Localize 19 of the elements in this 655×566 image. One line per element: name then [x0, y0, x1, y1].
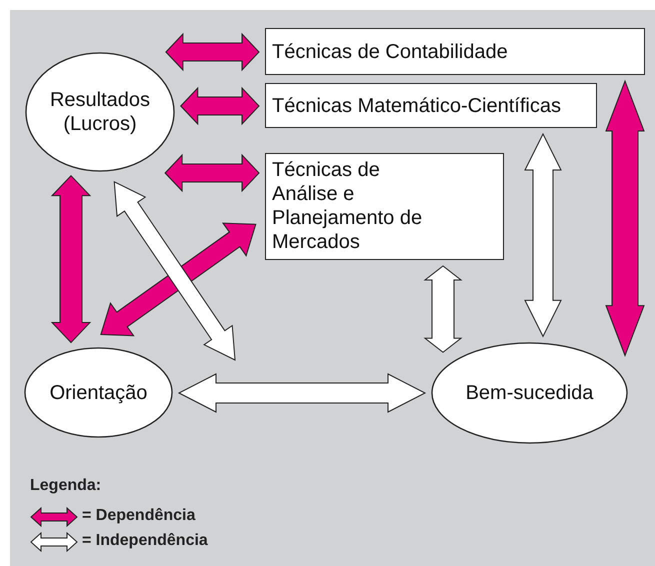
double-block-arrow: [424, 265, 462, 353]
double-block-arrow: [114, 180, 236, 361]
double-block-arrow: [524, 132, 562, 338]
legend-label: = Dependência: [82, 507, 196, 525]
node-label: Orientação: [48, 380, 148, 404]
legend-label: = Independência: [82, 532, 208, 550]
node-label: Bem-sucedida: [464, 381, 594, 405]
text-box: Técnicas Matemático-Científicas: [265, 83, 597, 128]
double-block-arrow: [100, 222, 256, 336]
double-block-arrow: [165, 32, 260, 72]
node-label: Resultados (Lucros): [48, 88, 152, 136]
double-block-arrow: [180, 86, 260, 126]
legend-title: Legenda:: [30, 477, 102, 495]
double-block-arrow: [50, 174, 92, 344]
text-box: Técnicas de Contabilidade: [265, 28, 645, 75]
text-box: Técnicas de Análise e Planejamento de Mercados: [265, 153, 504, 260]
double-block-arrow: [178, 373, 426, 413]
double-block-arrow: [164, 154, 260, 192]
double-block-arrow: [605, 80, 645, 357]
